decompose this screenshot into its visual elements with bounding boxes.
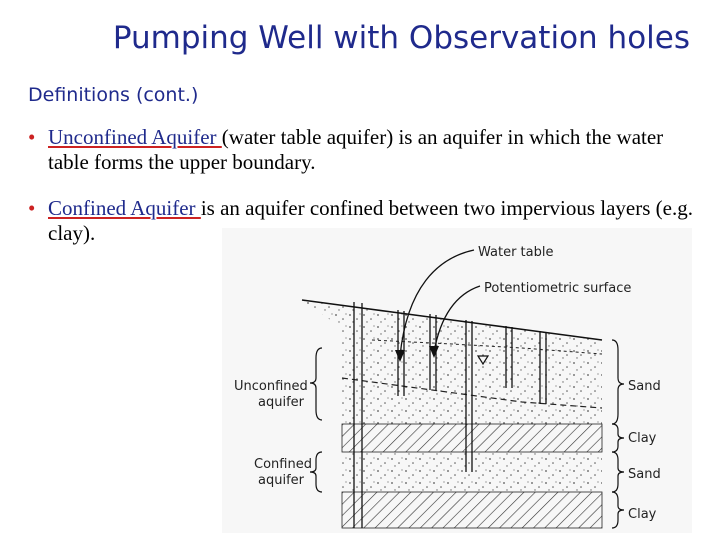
label-unconfined-aquifer-line1: Unconfined [234,379,308,394]
confined-brace [309,451,323,493]
term-unconfined-aquifer: Unconfined Aquifer [48,125,222,149]
sand-top-brace [611,339,625,425]
water-table-arrow [399,249,475,357]
potentiometric-arrowhead [429,346,439,358]
label-sand-top: Sand [628,379,661,394]
bullet-marker: • [28,125,36,149]
unconfined-sand-layer [302,300,602,424]
potentiometric-arrow [433,285,481,353]
label-clay-bottom: Clay [628,507,657,522]
label-water-table: Water table [478,245,554,260]
label-confined-aquifer-line1: Confined [254,457,312,472]
water-table-arrowhead [395,350,405,362]
clay-bottom-brace [611,491,625,529]
lower-clay-layer [341,491,603,529]
definition-unconfined-aquifer: (water table aquifer) is an aquifer in w… [48,125,664,174]
aquifer-diagram: Water table Potentiometric surface Uncon… [222,228,692,533]
bullet-marker: • [28,196,36,220]
unconfined-brace [309,347,323,421]
bullet-confined-aquifer: • Confined Aquifer is an aquifer confine… [28,196,698,248]
label-sand-bottom: Sand [628,467,661,482]
term-confined-aquifer: Confined Aquifer [48,196,201,220]
water-level-marker [476,355,490,366]
label-potentiometric-surface: Potentiometric surface [484,281,631,296]
wells [353,302,547,528]
clay-top-brace [611,423,625,453]
label-confined-aquifer-line2: aquifer [258,473,305,488]
slide-title: Pumping Well with Observation holes [112,20,690,56]
water-table-line [341,377,603,409]
bullet-unconfined-aquifer: • Unconfined Aquifer (water table aquife… [28,125,698,177]
bullet-text: Confined Aquifer is an aquifer confined … [48,196,708,246]
slide-subtitle: Definitions (cont.) [28,84,199,106]
ground-surface [301,299,603,341]
label-unconfined-aquifer-line2: aquifer [258,395,305,410]
bullet-text: Unconfined Aquifer (water table aquifer)… [48,125,708,175]
definition-confined-aquifer: is an aquifer confined between two imper… [48,196,693,245]
potentiometric-surface-line [371,339,603,355]
sand-bottom-brace [611,451,625,493]
label-clay-top: Clay [628,431,657,446]
